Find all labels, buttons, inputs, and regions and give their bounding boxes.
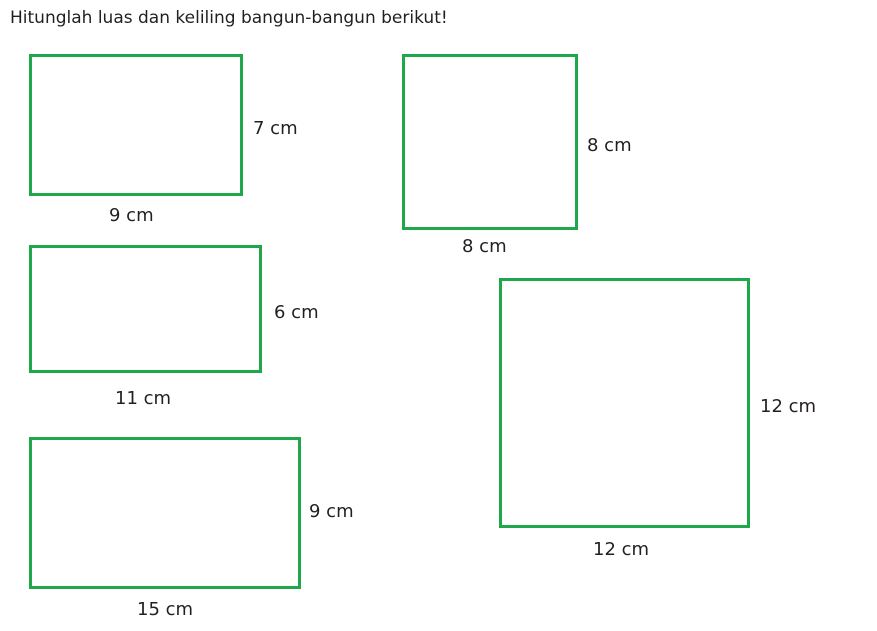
rectangle-3-side-label: 9 cm (309, 501, 354, 522)
square-1-base-label: 8 cm (462, 236, 507, 257)
instruction-text: Hitunglah luas dan keliling bangun-bangu… (10, 8, 448, 28)
rectangle-3-base-label: 15 cm (137, 599, 194, 620)
rectangle-2 (29, 245, 262, 373)
rectangle-2-base-label: 11 cm (115, 388, 172, 409)
rectangle-1-base-label: 9 cm (109, 205, 154, 226)
rectangle-2-side-label: 6 cm (274, 302, 319, 323)
square-1-side-label: 8 cm (587, 135, 632, 156)
square-2-side-label: 12 cm (760, 396, 817, 417)
square-2-base-label: 12 cm (593, 539, 650, 560)
rectangle-1 (29, 54, 243, 196)
square-1 (402, 54, 578, 230)
rectangle-3 (29, 437, 301, 589)
square-2 (499, 278, 750, 528)
rectangle-1-side-label: 7 cm (253, 118, 298, 139)
